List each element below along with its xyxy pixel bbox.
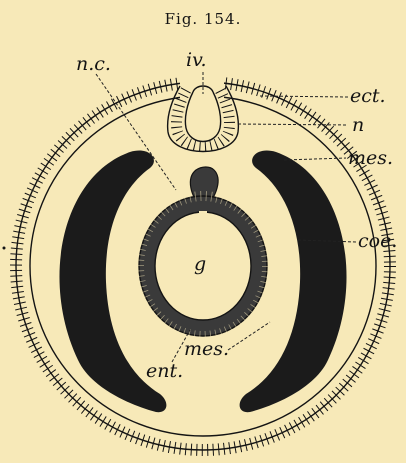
label-n: n (352, 114, 364, 136)
figure-caption: Fig. 154. (165, 10, 242, 28)
label-iv: iv. (186, 49, 207, 71)
label-mes-upper: mes. (348, 147, 393, 169)
label-nc: n.c. (76, 53, 111, 75)
label-coe: coe. (358, 230, 397, 252)
label-ent: ent. (146, 360, 183, 382)
label-mes-lower: mes. (184, 338, 229, 360)
label-ect: ect. (350, 85, 386, 107)
stray-mark (3, 247, 6, 250)
label-g: g (194, 253, 206, 275)
